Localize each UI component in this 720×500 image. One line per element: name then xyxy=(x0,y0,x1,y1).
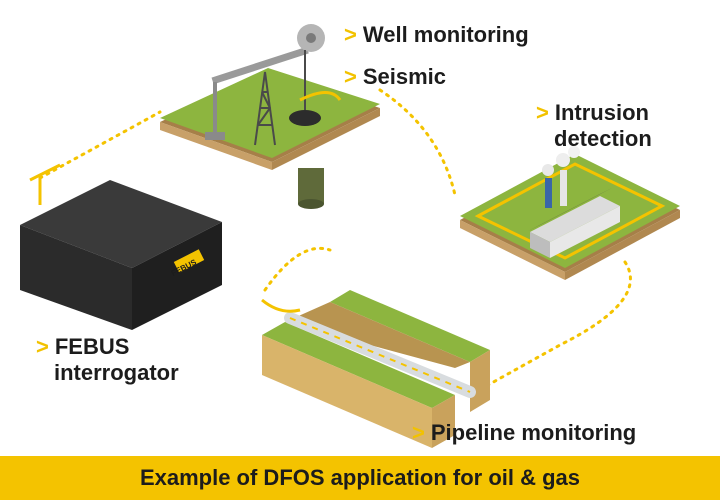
caption-text: Example of DFOS application for oil & ga… xyxy=(139,465,581,490)
pipeline-site xyxy=(261,290,490,448)
marker-chevron: > xyxy=(412,420,425,445)
fiber-link-device-to-well xyxy=(38,110,162,180)
caption-bar: Example of DFOS application for oil & ga… xyxy=(0,456,720,500)
marker-chevron: > xyxy=(536,100,549,125)
pipe-icon xyxy=(284,312,476,398)
label-febus-interrogator: >FEBUS interrogator xyxy=(36,334,179,385)
label-pipeline-monitoring: >Pipeline monitoring xyxy=(412,420,637,445)
label-intrusion-detection: >Intrusion detection xyxy=(536,100,652,151)
diagram-illustration: FEBUS xyxy=(20,24,680,448)
pumpjack-icon xyxy=(205,24,325,140)
label-well-monitoring: >Well monitoring xyxy=(344,22,529,47)
factory-icon xyxy=(528,146,620,258)
fiber-links xyxy=(38,88,632,397)
fiber-link-facility-to-pipeline xyxy=(468,260,632,397)
facility-site xyxy=(460,146,680,280)
fiber-link-well-to-facility xyxy=(378,88,457,197)
fiber-link-pipeline-loop xyxy=(263,246,332,292)
marker-chevron: > xyxy=(36,334,49,359)
marker-chevron: > xyxy=(344,64,357,89)
well-site xyxy=(160,24,380,209)
febus-interrogator-device: FEBUS xyxy=(20,163,222,330)
label-seismic: >Seismic xyxy=(344,64,447,89)
marker-chevron: > xyxy=(344,22,357,47)
drilling-derrick-icon xyxy=(254,71,276,146)
